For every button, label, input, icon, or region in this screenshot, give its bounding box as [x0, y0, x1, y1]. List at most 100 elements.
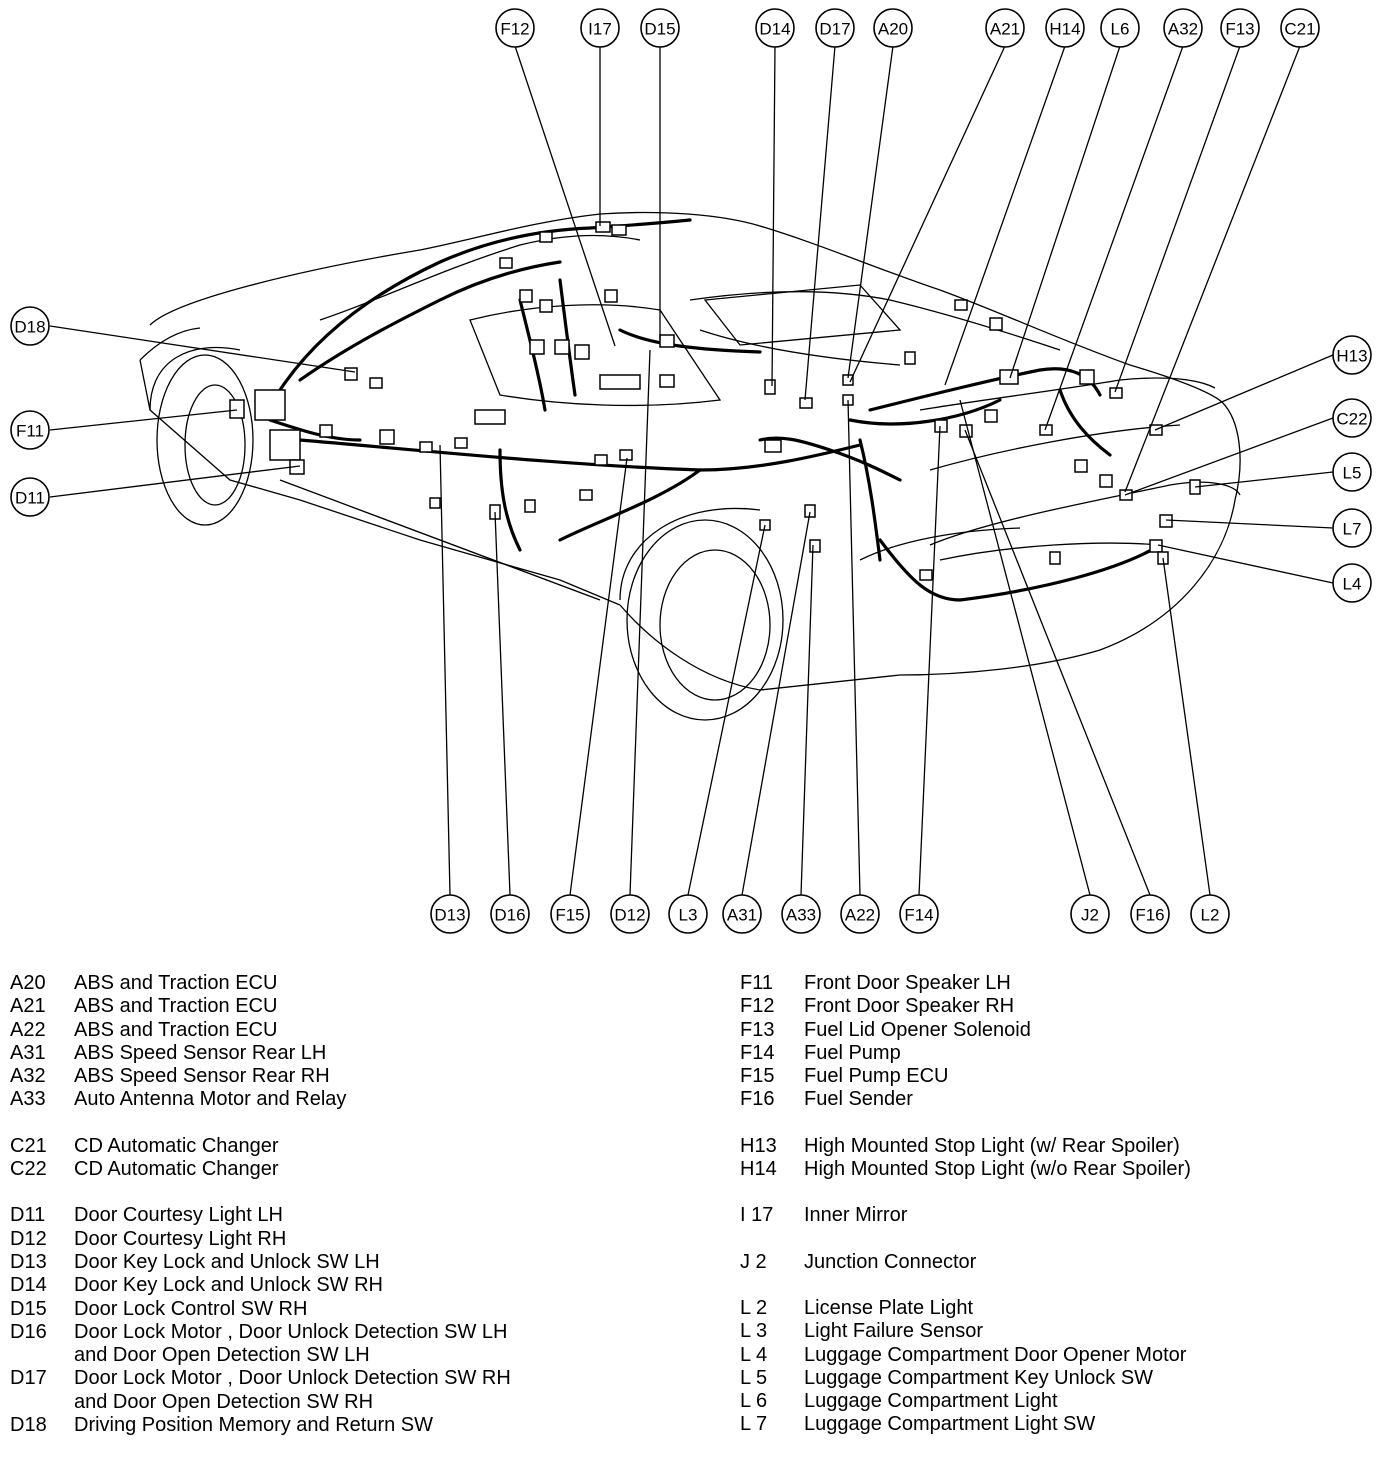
callout-top-label: D14: [759, 20, 790, 39]
legend-description: Fuel Pump ECU: [804, 1065, 949, 1088]
legend-entry: A20 ABS and Traction ECU: [10, 972, 710, 995]
legend-description: Driving Position Memory and Return SW: [74, 1414, 434, 1437]
legend-entry: L 6 Luggage Compartment Light: [740, 1390, 1380, 1413]
callout-bottom-label: F14: [904, 906, 933, 925]
legend-description: and Door Open Detection SW RH: [74, 1390, 374, 1413]
legend-code: D15: [10, 1297, 47, 1320]
legend-code: C21: [10, 1134, 47, 1157]
legend-entry: D16 Door Lock Motor , Door Unlock Detecti…: [10, 1321, 710, 1344]
legend-code: D11: [10, 1204, 46, 1227]
legend-code: H13: [740, 1134, 777, 1157]
legend-entry: H13 High Mounted Stop Light (w/ Rear Spoi…: [740, 1135, 1380, 1158]
callout-top-label: D15: [644, 20, 675, 39]
legend-code: L 6: [740, 1390, 768, 1413]
legend-code: A22: [10, 1018, 46, 1041]
legend-description: Door Courtesy Light RH: [74, 1227, 287, 1250]
callout-top-label: A21: [990, 20, 1020, 39]
legend-description: Auto Antenna Motor and Relay: [74, 1088, 347, 1111]
legend-code: A20: [10, 972, 46, 994]
callout-bottom-label: D16: [494, 906, 525, 925]
callout-top-label: A20: [878, 20, 908, 39]
legend-code: A31: [10, 1041, 46, 1064]
callout-top-label: C21: [1284, 20, 1315, 39]
legend-description: ABS and Traction ECU: [74, 972, 278, 994]
legend-entry: F16 Fuel Sender: [740, 1088, 1380, 1111]
legend-code: H14: [740, 1158, 777, 1181]
leader-lines: [49, 45, 1334, 896]
callout-bottom-label: L2: [1201, 906, 1220, 925]
legend-code: L 2: [740, 1296, 768, 1319]
legend-description: Door Lock Motor , Door Unlock Detection …: [74, 1367, 511, 1390]
legend-code: J 2: [740, 1250, 767, 1273]
legend-entry: L 2 License Plate Light: [740, 1297, 1380, 1320]
legend-code: L 3: [740, 1320, 768, 1343]
callout-right-label: H13: [1336, 347, 1367, 366]
legend-description: Luggage Compartment Light: [804, 1390, 1058, 1413]
callout-bottom-label: A22: [845, 906, 875, 925]
legend-description: Door Lock Motor , Door Unlock Detection …: [74, 1320, 508, 1343]
harness-diagram: F12 I17 D15 D14 D17 A20 A21 H14 L6 A32 F…: [10, 8, 1372, 934]
callout-top-label: L6: [1111, 20, 1130, 39]
callout-right-label: L4: [1343, 575, 1362, 594]
legend-description: Fuel Lid Opener Solenoid: [804, 1018, 1031, 1041]
legend-code: F15: [740, 1065, 775, 1088]
legend-code: D16: [10, 1320, 47, 1343]
callout-bottom-label: A31: [727, 906, 757, 925]
legend-code: F14: [740, 1041, 775, 1064]
legend-description: Light Failure Sensor: [804, 1320, 983, 1343]
legend-description: Luggage Compartment Key Unlock SW: [804, 1366, 1154, 1389]
legend-code: D18: [10, 1414, 47, 1437]
legend-entry: L 5 Luggage Compartment Key Unlock SW: [740, 1367, 1380, 1390]
callout-top-label: H14: [1049, 20, 1080, 39]
legend-description: Front Door Speaker RH: [804, 995, 1015, 1018]
legend-description: Front Door Speaker LH: [804, 972, 1011, 994]
legend-group: L 2 License Plate Light L 3 Light Failure S…: [740, 1297, 1380, 1437]
legend-description: Luggage Compartment Door Opener Motor: [804, 1343, 1187, 1366]
legend-description: CD Automatic Changer: [74, 1158, 279, 1181]
callout-bottom-label: J2: [1081, 906, 1099, 925]
legend-group: J 2 Junction Connector: [740, 1251, 1380, 1274]
legend-code: L 4: [740, 1343, 768, 1366]
legend-group: H13 High Mounted Stop Light (w/ Rear Spoi…: [740, 1135, 1380, 1182]
legend-description: Luggage Compartment Light SW: [804, 1413, 1096, 1436]
legend-description: ABS and Traction ECU: [74, 995, 278, 1018]
legend-entry: C21 CD Automatic Changer: [10, 1135, 710, 1158]
callout-right-label: L7: [1343, 520, 1362, 539]
callout-top-label: A32: [1168, 20, 1198, 39]
legend-entry: J 2 Junction Connector: [740, 1251, 1380, 1274]
callout-bottom-label: A33: [786, 906, 816, 925]
legend-entry: L 4 Luggage Compartment Door Opener Motor: [740, 1344, 1380, 1367]
legend-description: Junction Connector: [804, 1250, 977, 1273]
legend-code: A21: [10, 995, 46, 1018]
legend-description: Fuel Sender: [804, 1088, 913, 1111]
legend-description: License Plate Light: [804, 1296, 974, 1319]
legend-code: [10, 1391, 74, 1414]
legend-entry: and Door Open Detection SW LH: [10, 1344, 710, 1367]
legend-code: [10, 1344, 74, 1367]
legend-entry: A21 ABS and Traction ECU: [10, 995, 710, 1018]
legend-description: High Mounted Stop Light (w/o Rear Spoile…: [804, 1158, 1191, 1181]
legend-code: L 5: [740, 1366, 768, 1389]
legend-description: and Door Open Detection SW LH: [74, 1344, 370, 1367]
legend-code: D17: [10, 1367, 47, 1390]
legend-description: High Mounted Stop Light (w/ Rear Spoiler…: [804, 1134, 1180, 1157]
legend-description: Fuel Pump: [804, 1041, 901, 1064]
legend-code: L 7: [740, 1413, 768, 1436]
legend-description: CD Automatic Changer: [74, 1134, 279, 1157]
legend-code: F16: [740, 1088, 775, 1111]
